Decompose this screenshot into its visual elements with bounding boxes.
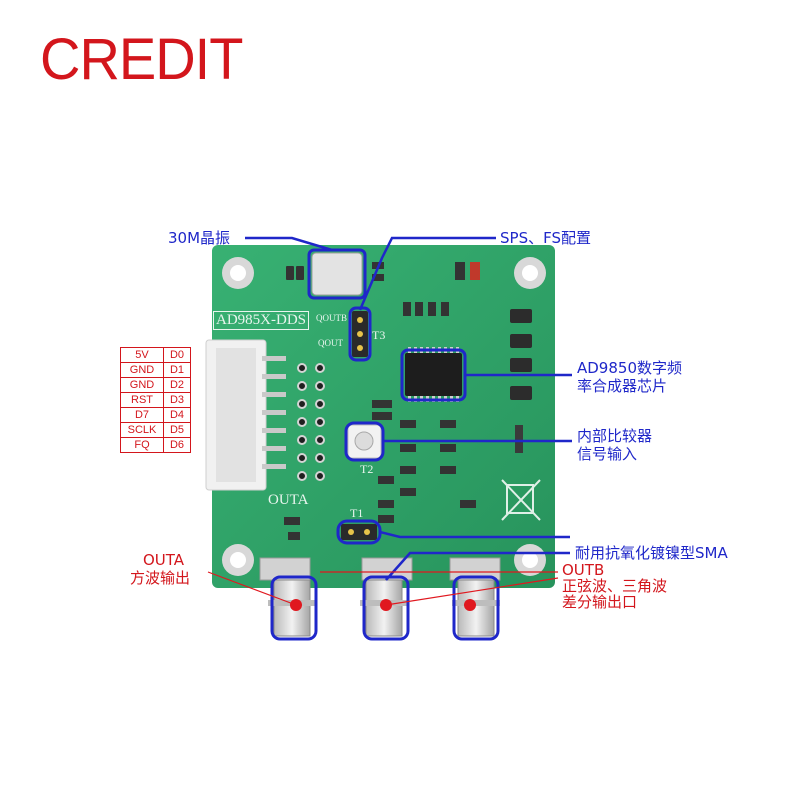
pin-number: D6 (163, 437, 191, 453)
pin-signal-name: 5V (120, 347, 164, 363)
jumper-t1 (341, 524, 377, 540)
label-outb-line3: 差分输出口 (562, 593, 638, 611)
silk-qout: QOUT (318, 338, 343, 348)
sma-connector-middle (360, 557, 413, 637)
header-holes (297, 363, 325, 481)
pin-signal-name: RST (120, 392, 164, 408)
credit-logo: CREDIT (40, 25, 243, 92)
silk-t1: T1 (350, 506, 364, 520)
pin-connector (205, 339, 286, 491)
comparator-trimmer (347, 424, 382, 459)
highlight-boxes (270, 248, 500, 641)
label-outa-line1: OUTA (143, 551, 185, 569)
mounting-holes (222, 257, 546, 576)
label-outb-line1: OUTB (562, 561, 605, 579)
pin-number: D3 (163, 392, 191, 408)
crystal-oscillator (311, 252, 363, 296)
pin-signal-name: SCLK (120, 422, 164, 438)
callout-lines (245, 236, 572, 581)
red-callout-lines (207, 571, 559, 606)
pin-number: D5 (163, 422, 191, 438)
label-sma: 耐用抗氧化镀镍型SMA (575, 544, 728, 562)
pin-number: D2 (163, 377, 191, 393)
silk-t3: T3 (372, 328, 386, 342)
label-outb-line2: 正弦波、三角波 (562, 577, 668, 595)
label-outa-line2: 方波输出 (130, 569, 191, 587)
pin-number: D1 (163, 362, 191, 378)
pin-signal-name: GND (120, 362, 164, 378)
pin-number: D4 (163, 407, 191, 423)
red-dot-markers (290, 599, 476, 611)
label-sps-fs: SPS、FS配置 (500, 229, 591, 247)
label-comparator-line1: 内部比较器 (577, 427, 653, 445)
pin-signal-name: D7 (120, 407, 164, 423)
silk-qoutb: QOUTB (316, 313, 347, 323)
pin-signal-name: FQ (120, 437, 164, 453)
weee-symbol (501, 479, 541, 521)
label-chip-line1: AD9850数字频 (577, 359, 682, 377)
label-crystal: 30M晶振 (168, 229, 231, 247)
jumper-t3 (352, 311, 368, 357)
silk-outa: OUTA (268, 492, 309, 508)
label-comparator-line2: 信号输入 (577, 445, 638, 463)
silk-board-title: AD985X-DDS (213, 311, 309, 330)
ad9850-chip (405, 347, 462, 402)
sma-connector-outb (449, 557, 501, 637)
silk-t2: T2 (360, 462, 374, 476)
pin-signal-name: GND (120, 377, 164, 393)
pin-number: D0 (163, 347, 191, 363)
label-chip-line2: 率合成器芯片 (577, 377, 668, 395)
sma-connector-outa (259, 557, 316, 637)
